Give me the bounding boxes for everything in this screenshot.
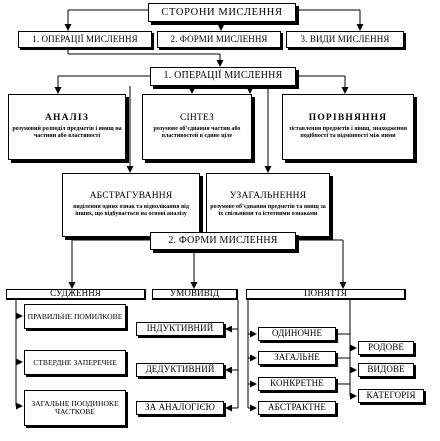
form-judgment: СУДЖЕННЯ: [6, 289, 146, 300]
judgment-item-label: ПРАВИЛЬНЕ ПОМИЛКОВЕ: [27, 311, 123, 321]
concept-label: ПОНЯТТЯ: [304, 289, 347, 299]
inference-item-label: ДЕДУКТИВНИЙ: [145, 364, 215, 375]
judgment-item: ЗАГАЛЬНЕ ПООДИНОКЕ ЧАСТКОВЕ: [24, 390, 126, 426]
concept-subitem-label: РОДОВЕ: [368, 342, 404, 353]
branch-label: 3. ВИДИ МИСЛЕННЯ: [300, 33, 390, 44]
operations-title-label: 1. ОПЕРАЦІЇ МИСЛЕННЯ: [163, 70, 283, 82]
comparison-desc: зіставлення предметів і явищ, знаходженн…: [289, 125, 407, 139]
operations-title: 1. ОПЕРАЦІЇ МИСЛЕННЯ: [150, 67, 296, 86]
form-concept: ПОНЯТТЯ: [246, 289, 406, 300]
comparison-name: ПОРІВНЯННЯ: [308, 112, 388, 123]
form-inference: УМОВИВІД: [152, 289, 238, 300]
synthesis-desc: розумове об’єднання частин або властивос…: [153, 125, 241, 139]
concept-item: АБСТРАКТНЕ: [258, 401, 336, 415]
concept-item-label: ОДИНОЧНЕ: [271, 328, 323, 339]
generalization-name: УЗАГАЛЬНЕННЯ: [229, 190, 307, 201]
concept-item-label: КОНКРЕТНЕ: [270, 378, 324, 389]
concept-item-label: АБСТРАКТНЕ: [268, 402, 326, 413]
forms-title: 2. ФОРМИ МИСЛЕННЯ: [150, 232, 296, 250]
inference-item-label: ІНДУКТИВНИЙ: [146, 323, 214, 334]
branch-label: 1. ОПЕРАЦІЇ МИСЛЕННЯ: [32, 33, 138, 44]
operation-abstraction: АБСТРАГУВАННЯ виділення одних ознак та в…: [62, 173, 200, 237]
synthesis-name: СІНТЕЗ: [179, 112, 215, 123]
operation-synthesis: СІНТЕЗ розумове об’єднання частин або вл…: [142, 94, 252, 160]
inference-item: ДЕДУКТИВНИЙ: [136, 363, 224, 377]
abstraction-desc: виділення одних ознак та відволікання ві…: [73, 203, 189, 217]
operation-generalization: УЗАГАЛЬНЕННЯ розумове об’єднання предмет…: [206, 173, 330, 237]
abstraction-name: АБСТРАГУВАННЯ: [89, 190, 173, 201]
judgment-label: СУДЖЕННЯ: [50, 289, 101, 299]
concept-subitem: ВИДОВЕ: [358, 363, 414, 377]
generalization-desc: розумове об’єднання предметів та явищ за…: [210, 203, 326, 217]
concept-item: КОНКРЕТНЕ: [258, 377, 336, 391]
inference-item: ЗА АНАЛОГІЄЮ: [136, 401, 224, 415]
judgment-item-label: ЗАГАЛЬНЕ ПООДИНОКЕ ЧАСТКОВЕ: [31, 399, 119, 416]
analysis-name: АНАЛІЗ: [44, 112, 90, 123]
judgment-item: ПРАВИЛЬНЕ ПОМИЛКОВЕ: [24, 304, 126, 329]
branch-operations: 1. ОПЕРАЦІЇ МИСЛЕННЯ: [18, 31, 152, 48]
branch-label: 2. ФОРМИ МИСЛЕННЯ: [170, 33, 268, 44]
inference-label: УМОВИВІД: [169, 289, 220, 299]
operation-analysis: АНАЛІЗ розумовий розподіл предметів і яв…: [8, 94, 126, 160]
concept-subitem: КАТЕГОРІЯ: [358, 389, 424, 403]
root-label: СТОРОНИ МИСЛЕННЯ: [161, 6, 283, 18]
branch-types: 3. ВИДИ МИСЛЕННЯ: [286, 31, 404, 48]
judgment-item-label: СТВЕРДНЕ ЗАПЕРЕЧНЕ: [33, 357, 117, 367]
branch-forms: 2. ФОРМИ МИСЛЕННЯ: [157, 31, 281, 48]
concept-subitem-label: КАТЕГОРІЯ: [366, 390, 416, 401]
concept-item: ОДИНОЧНЕ: [258, 327, 336, 341]
concept-subitem-label: ВИДОВЕ: [367, 364, 405, 375]
concept-item-label: ЗАГАЛЬНЕ: [274, 352, 320, 363]
inference-item-label: ЗА АНАЛОГІЄЮ: [145, 402, 215, 413]
root-node: СТОРОНИ МИСЛЕННЯ: [148, 3, 296, 22]
concept-item: ЗАГАЛЬНЕ: [258, 351, 336, 365]
judgment-item: СТВЕРДНЕ ЗАПЕРЕЧНЕ: [24, 350, 126, 375]
inference-item: ІНДУКТИВНИЙ: [136, 322, 224, 336]
concept-subitem: РОДОВЕ: [358, 341, 414, 355]
operation-comparison: ПОРІВНЯННЯ зіставлення предметів і явищ,…: [282, 94, 414, 160]
analysis-desc: розумовий розподіл предметів і явищ на ч…: [12, 125, 122, 139]
forms-title-label: 2. ФОРМИ МИСЛЕННЯ: [168, 234, 278, 246]
